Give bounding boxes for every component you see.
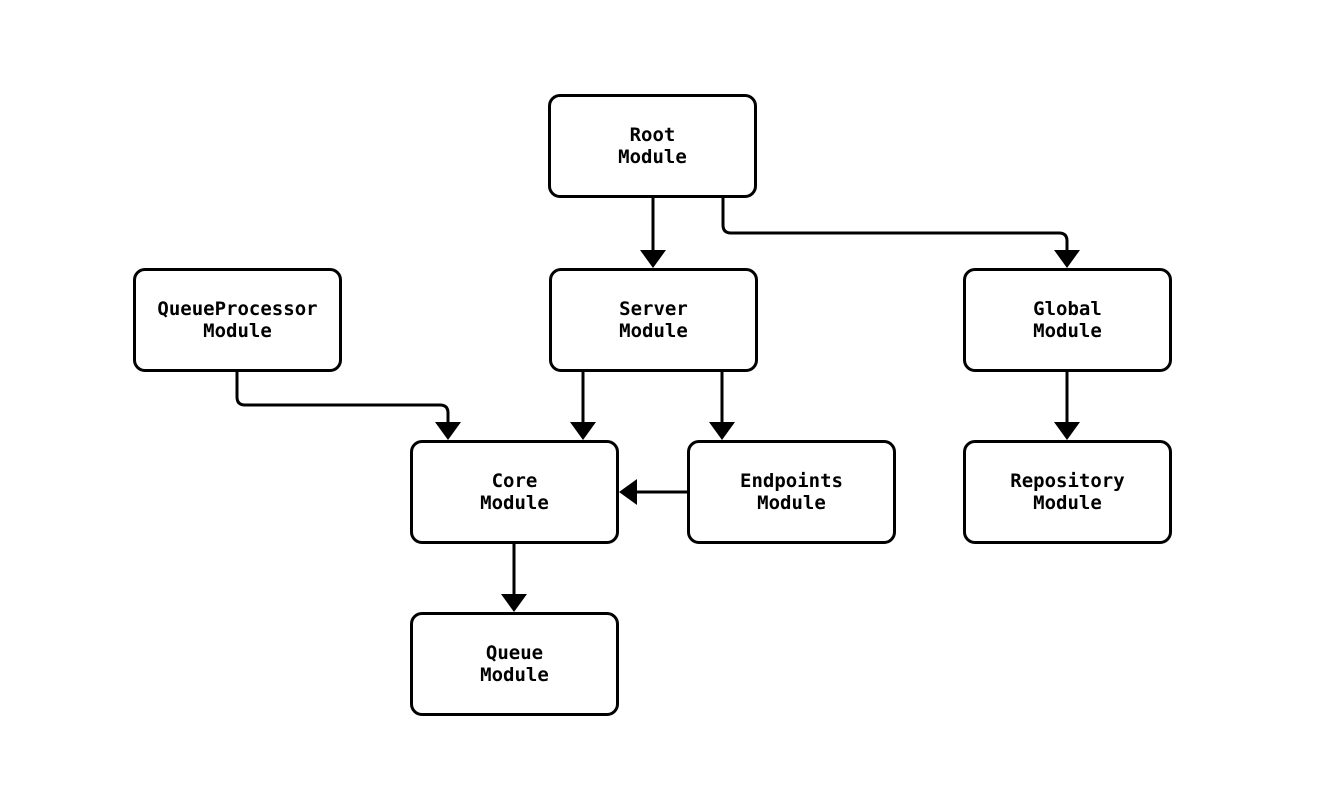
node-repository-module: Repository Module	[963, 440, 1172, 544]
arrowhead-icon	[501, 594, 527, 612]
arrowhead-icon	[1054, 250, 1080, 268]
arrowhead-icon	[1054, 422, 1080, 440]
edge-endpoints-to-core	[619, 479, 687, 505]
node-global-module: Global Module	[963, 268, 1172, 372]
node-queue-module-label: Queue Module	[480, 642, 549, 686]
node-endpoints-module: Endpoints Module	[687, 440, 896, 544]
edge-core-to-queue	[501, 544, 527, 612]
arrowhead-icon	[709, 422, 735, 440]
arrowhead-icon	[570, 422, 596, 440]
node-server-module: Server Module	[549, 268, 758, 372]
node-core-module-label: Core Module	[480, 470, 549, 514]
node-global-module-label: Global Module	[1033, 298, 1102, 342]
node-root-module-label: Root Module	[618, 124, 687, 168]
node-queueprocessor-module-label: QueueProcessor Module	[157, 298, 318, 342]
node-server-module-label: Server Module	[619, 298, 688, 342]
node-root-module: Root Module	[548, 94, 757, 198]
node-queueprocessor-module: QueueProcessor Module	[133, 268, 342, 372]
node-endpoints-module-label: Endpoints Module	[740, 470, 843, 514]
edge-global-to-repository	[1054, 372, 1080, 440]
arrowhead-icon	[640, 250, 666, 268]
edge-queueprocessor-to-core	[235, 372, 461, 440]
edge-root-to-global	[721, 198, 1080, 268]
arrowhead-icon	[619, 479, 637, 505]
arrowhead-icon	[435, 422, 461, 440]
node-core-module: Core Module	[410, 440, 619, 544]
edge-root-to-server	[640, 198, 666, 268]
edge-server-to-endpoints	[709, 372, 735, 440]
node-queue-module: Queue Module	[410, 612, 619, 716]
edge-server-to-core	[570, 372, 596, 440]
node-repository-module-label: Repository Module	[1010, 470, 1125, 514]
